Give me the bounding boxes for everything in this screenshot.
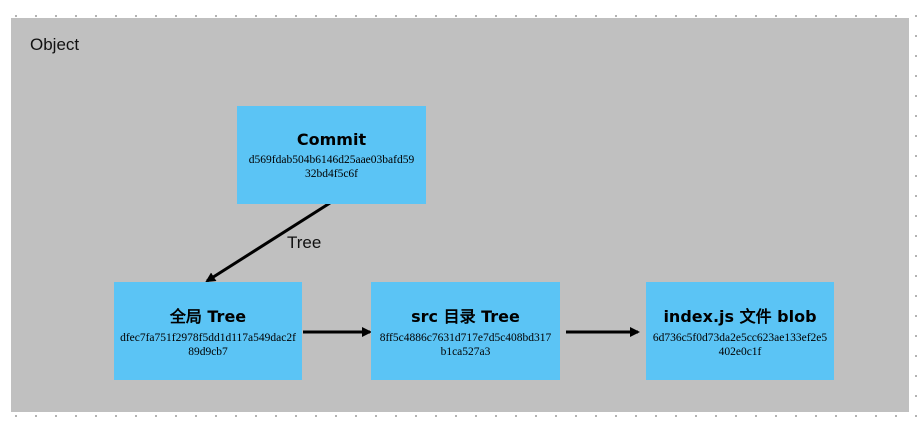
edge-label-tree: Tree xyxy=(287,233,322,252)
blob-node: index.js 文件 blob 6d736c5f0d73da2e5cc623a… xyxy=(646,282,834,380)
src-tree-node-hash: 8ff5c4886c7631d717e7d5c408bd317b1ca527a3 xyxy=(379,332,552,358)
edge-commit-to-root-tree xyxy=(205,201,331,283)
panel-label: Object xyxy=(30,35,80,54)
blob-node-title: index.js 文件 blob xyxy=(663,307,817,326)
src-tree-node: src 目录 Tree 8ff5c4886c7631d717e7d5c408bd… xyxy=(371,282,560,380)
root-tree-node-title: 全局 Tree xyxy=(169,307,247,326)
commit-node-hash: d569fdab504b6146d25aae03bafd5932bd4f5c6f xyxy=(248,153,415,180)
root-tree-node: 全局 Tree dfec7fa751f2978f5dd1d117a549dac2… xyxy=(114,282,302,380)
blob-node-hash: 6d736c5f0d73da2e5cc623ae133ef2e5402e0c1f xyxy=(652,332,828,358)
commit-node-title: Commit xyxy=(296,129,367,149)
root-tree-node-hash: dfec7fa751f2978f5dd1d117a549dac2f89d9cb7 xyxy=(120,332,296,358)
commit-node: Commit d569fdab504b6146d25aae03bafd5932b… xyxy=(237,106,426,204)
src-tree-node-title: src 目录 Tree xyxy=(411,307,520,326)
